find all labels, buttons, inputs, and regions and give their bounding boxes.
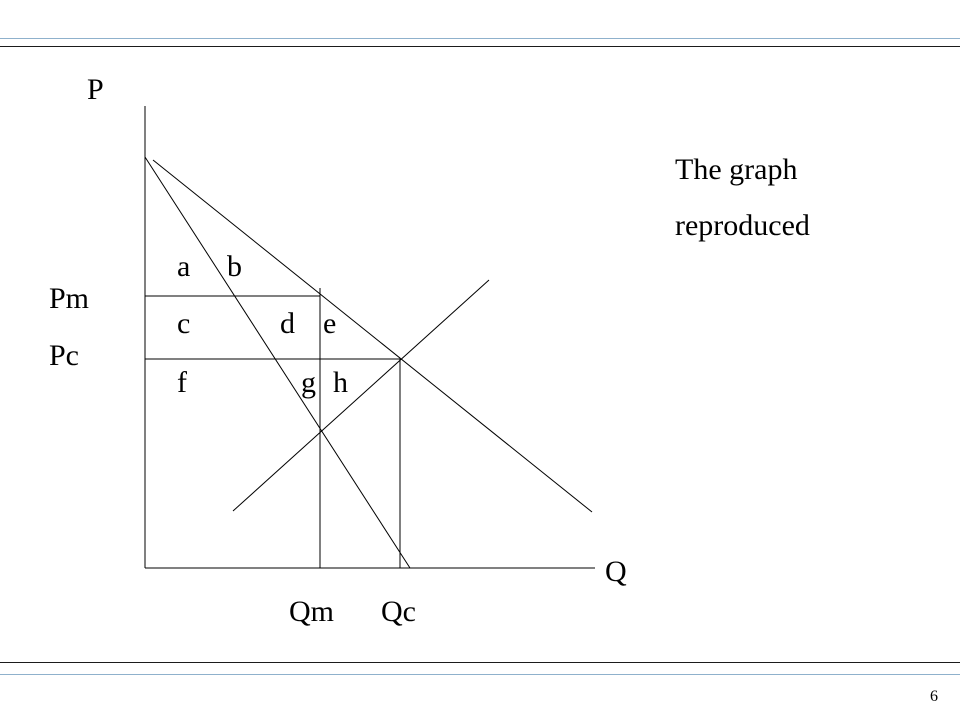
price-axis-label: P [87, 73, 104, 106]
area-label-b: b [227, 250, 242, 283]
note-line-1: The graph [675, 153, 798, 186]
area-label-e: e [323, 307, 337, 340]
quantity-axis-label: Q [605, 555, 627, 588]
demand-curve [152, 159, 593, 513]
note-line-2: reproduced [675, 209, 810, 242]
competitive-quantity-label: Qc [381, 595, 416, 628]
monopoly-price-label: Pm [49, 282, 90, 315]
bottom-rule-light [0, 674, 960, 675]
top-rule-dark [0, 46, 960, 47]
area-label-c: c [177, 307, 191, 340]
competitive-price-label: Pc [49, 339, 79, 372]
slide-number: 6 [930, 688, 938, 705]
area-label-a: a [177, 250, 191, 283]
bottom-rule-dark [0, 662, 960, 663]
marginal-revenue-curve [144, 156, 411, 569]
area-label-d: d [280, 307, 295, 340]
area-label-f: f [177, 366, 187, 399]
supply-curve [232, 279, 490, 512]
area-label-g: g [301, 366, 316, 399]
area-label-h: h [333, 366, 348, 399]
top-rule-light [0, 38, 960, 39]
monopoly-quantity-label: Qm [289, 595, 334, 628]
